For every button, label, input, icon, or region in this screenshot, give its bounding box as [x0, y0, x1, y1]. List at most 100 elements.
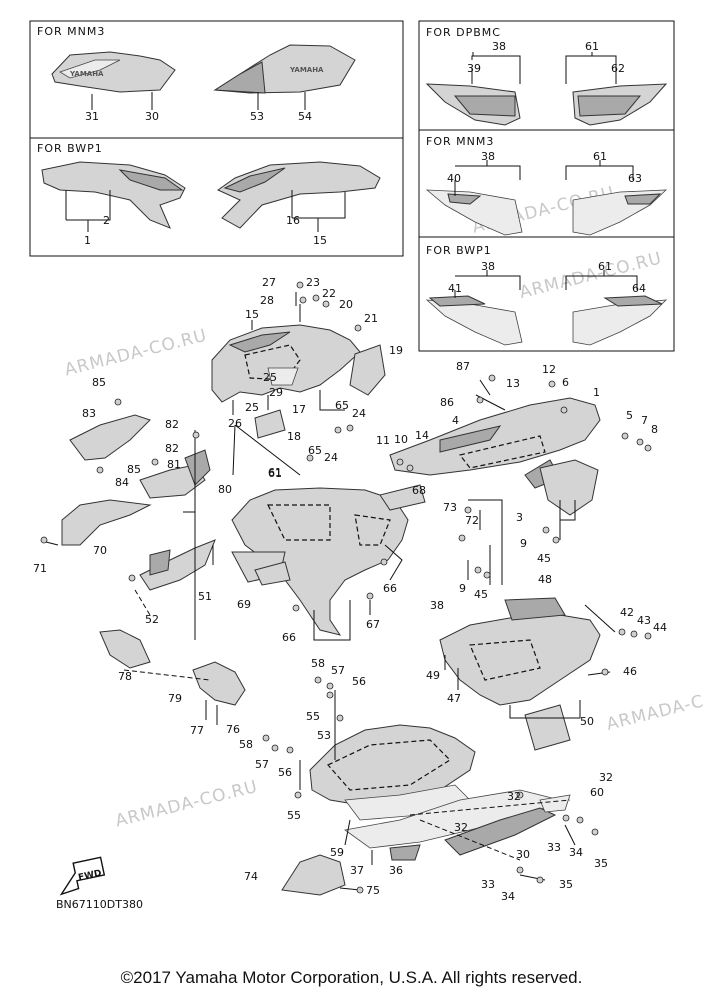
part-number-label: 52 [145, 613, 159, 626]
part-number-label: 8 [651, 423, 658, 436]
part-number-label: 61 [268, 466, 282, 479]
part-number-label: 39 [467, 62, 481, 75]
watermark: ARMADA-CO.RU [63, 326, 210, 381]
part-number-label: 73 [443, 501, 457, 514]
side-cover-left-stripe [59, 59, 121, 79]
part-number-label: 38 [492, 40, 506, 53]
part-number-label: 38 [430, 599, 444, 612]
part-number-label: 47 [447, 692, 461, 705]
part-number-label: 87 [456, 360, 470, 373]
part-number-label: 65 [335, 399, 349, 412]
upper-cowl-left-stripe [118, 169, 184, 191]
inset-title: FOR BWP1 [426, 244, 492, 257]
part-number-label: 32 [599, 771, 613, 784]
inset-title: FOR DPBMC [426, 26, 501, 39]
part-number-label: 63 [628, 172, 642, 185]
part-number-label: 24 [324, 451, 338, 464]
part-number-label: 33 [481, 878, 495, 891]
part-number-label: 72 [465, 514, 479, 527]
part-number-label: 6 [562, 376, 569, 389]
part-number-label: 61 [598, 260, 612, 273]
part-number-label: 23 [306, 276, 320, 289]
part-number-label: 38 [481, 150, 495, 163]
r-decal [447, 193, 482, 205]
part-side-cowl-right [389, 397, 601, 516]
front-cowl-left-decal [425, 299, 523, 346]
part-number-label: 60 [590, 786, 604, 799]
parts-diagram: ARMADA-CO.RU ARMADA-CO.RU ARMADA-CO.RU A… [29, 20, 703, 911]
part-number-label: 20 [339, 298, 353, 311]
r-decal [428, 295, 486, 307]
side-cover-right-dark [213, 61, 266, 94]
part-number-label: 43 [637, 614, 651, 627]
part-number-label: 66 [282, 631, 296, 644]
part-number-label: 15 [313, 234, 327, 247]
part-number-label: 70 [93, 544, 107, 557]
part-number-label: 29 [269, 386, 283, 399]
part-upper-front-cowl [211, 324, 386, 439]
part-number-label: 37 [350, 864, 364, 877]
part-number-label: 50 [580, 715, 594, 728]
watermark: ARMADA-CO.RU [113, 777, 260, 832]
part-number-label: 21 [364, 312, 378, 325]
part-number-label: 86 [440, 396, 454, 409]
part-number-label: 24 [352, 407, 366, 420]
part-number-label: 74 [244, 870, 258, 883]
upper-cowl-left [41, 161, 186, 229]
r-decal [603, 295, 663, 307]
part-number-label: 45 [537, 552, 551, 565]
part-number-label: 35 [594, 857, 608, 870]
part-number-label: 56 [352, 675, 366, 688]
part-number-label: 33 [547, 841, 561, 854]
part-number-label: 81 [167, 458, 181, 471]
part-under-cowl [309, 724, 476, 821]
part-number-label: 44 [653, 621, 667, 634]
side-cover-left [51, 51, 176, 93]
part-number-label: 62 [611, 62, 625, 75]
part-number-label: 75 [366, 884, 380, 897]
r-decal [624, 193, 662, 205]
part-number-label: 64 [632, 282, 646, 295]
part-number-label: 53 [250, 110, 264, 123]
part-number-label: 61 [268, 467, 282, 480]
part-number-label: 45 [474, 588, 488, 601]
part-number-label: 46 [623, 665, 637, 678]
part-number-label: 2 [103, 214, 110, 227]
part-number-label: 56 [278, 766, 292, 779]
part-number-label: 66 [383, 582, 397, 595]
brand-logo: YAMAHA [289, 66, 324, 74]
part-number-label: 17 [292, 403, 306, 416]
part-number-label: 61 [593, 150, 607, 163]
fasteners [40, 281, 652, 894]
part-number-label: 16 [286, 214, 300, 227]
inset-title: FOR BWP1 [37, 142, 103, 155]
part-number-label: 15 [245, 308, 259, 321]
part-number-label: 30 [516, 848, 530, 861]
part-number-label: 58 [311, 657, 325, 670]
part-number-label: 11 [376, 434, 390, 447]
leader-lines [45, 92, 616, 891]
part-number-label: 85 [92, 376, 106, 389]
part-number-label: 4 [452, 414, 459, 427]
part-number-label: 57 [255, 758, 269, 771]
part-number-label: 84 [115, 476, 129, 489]
part-side-cowl-left [231, 484, 426, 636]
part-left-brackets [61, 414, 346, 896]
inset-title: FOR MNM3 [37, 25, 105, 38]
inset-left: FOR MNM3 FOR BWP1 YAMAHA YAMAHA [29, 20, 404, 257]
part-number-label: 27 [262, 276, 276, 289]
brand-logo: YAMAHA [69, 70, 104, 78]
part-number-label: 10 [394, 433, 408, 446]
part-number-label: 25 [245, 401, 259, 414]
part-number-label: 19 [389, 344, 403, 357]
copyright-notice: ©2017 Yamaha Motor Corporation, U.S.A. A… [120, 968, 583, 987]
part-number-label: 30 [145, 110, 159, 123]
part-number-label: 80 [218, 483, 232, 496]
part-number-label: 32 [507, 790, 521, 803]
part-number-label: 55 [287, 809, 301, 822]
part-number-label: 48 [538, 573, 552, 586]
part-number-label: 3 [516, 511, 523, 524]
part-number-label: 67 [366, 618, 380, 631]
front-cowl-right-decal [572, 299, 668, 346]
part-number-label: 12 [542, 363, 556, 376]
